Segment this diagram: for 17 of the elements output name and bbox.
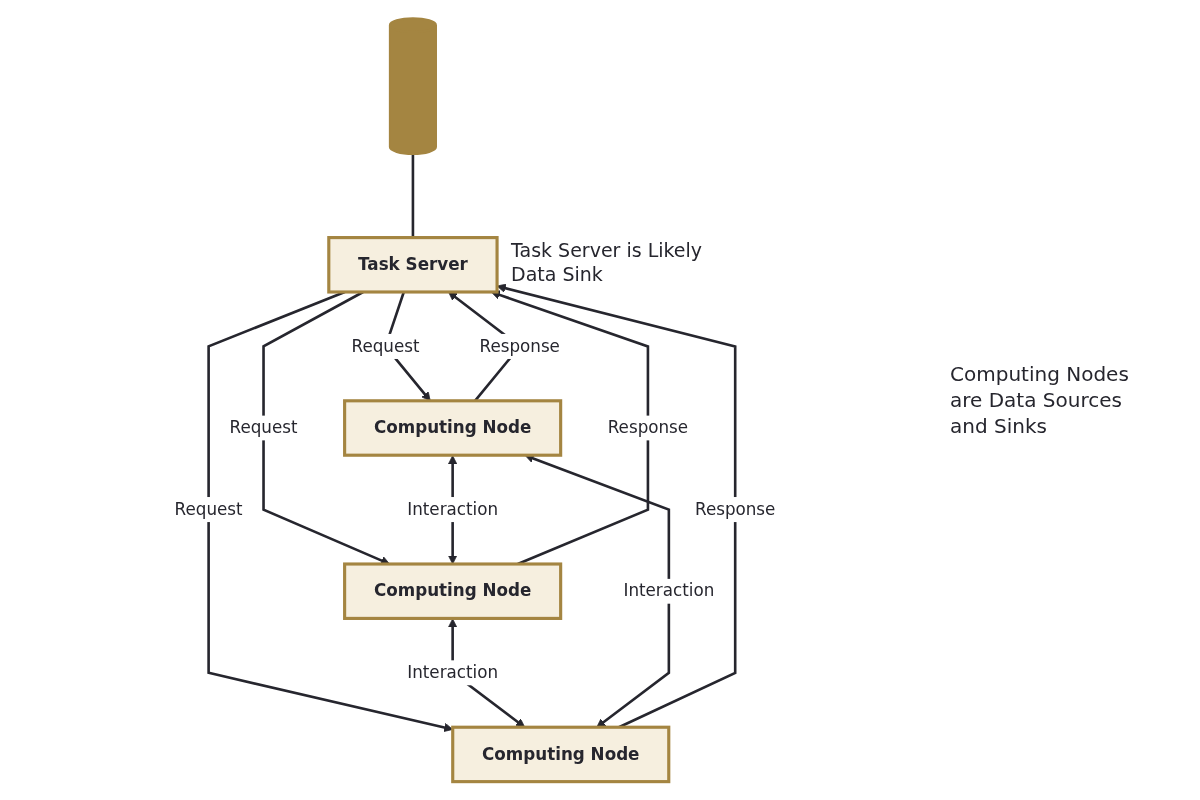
edge-label: Interaction (407, 499, 499, 520)
node-box: Task Server (327, 236, 499, 294)
edge-label: Request (351, 335, 420, 356)
node-cylinder (388, 17, 437, 155)
note-text: Computing Nodes are Data Sources and Sinks (950, 361, 1130, 439)
node-box: Computing Node (343, 399, 563, 457)
edge-label: Request (174, 499, 243, 520)
edge-label: Interaction (407, 662, 499, 683)
edge-label: Response (479, 335, 560, 356)
node-box: Computing Node (343, 562, 563, 620)
edge-label: Interaction (623, 580, 715, 601)
edge-label: Response (607, 417, 689, 438)
connector (411, 153, 415, 238)
note-text: Task Server is Likely Data Sink (511, 237, 704, 287)
edge-label: Request (229, 417, 298, 438)
node-box: Computing Node (451, 725, 671, 784)
edge-label: Response (695, 499, 776, 520)
